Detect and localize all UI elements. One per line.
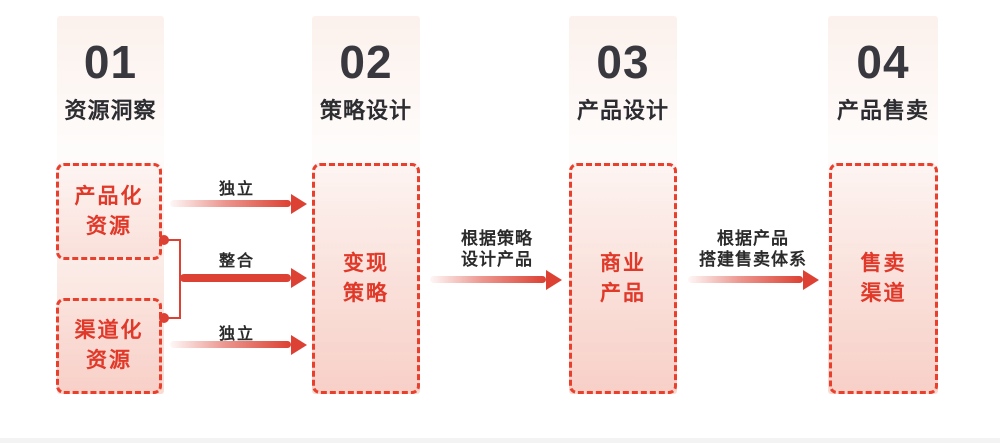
arrow-label-product-to-sales: 根据产品 搭建售卖体系 bbox=[699, 228, 807, 270]
arrow-label-line: 根据产品 bbox=[717, 229, 789, 248]
arrow-body bbox=[180, 274, 291, 282]
box-label-line: 渠道 bbox=[860, 281, 907, 305]
bottom-divider bbox=[0, 438, 1000, 443]
box-label-line: 商业 bbox=[600, 251, 646, 275]
box-label-line: 策略 bbox=[343, 281, 389, 305]
step-title-2: 策略设计 bbox=[319, 98, 412, 123]
arrow-label-integrate: 整合 bbox=[218, 253, 256, 270]
arrow-body bbox=[170, 341, 291, 348]
arrow-head-icon bbox=[546, 270, 562, 290]
arrow-head-icon bbox=[291, 268, 307, 288]
arrow-label-line: 搭建售卖体系 bbox=[699, 250, 807, 269]
arrow-body bbox=[688, 276, 803, 283]
connector-vertical-line bbox=[179, 239, 181, 319]
box-channelized-resources: 渠道化 资源 bbox=[56, 298, 162, 394]
box-commercial-product: 商业 产品 bbox=[569, 163, 677, 394]
step-column-product-design: 03 产品设计 bbox=[569, 16, 677, 394]
box-monetization-strategy: 变现 策略 bbox=[312, 163, 420, 394]
arrow-label-independent-bottom: 独立 bbox=[218, 326, 256, 343]
box-label-line: 渠道化 bbox=[74, 319, 144, 342]
step-number-1: 01 bbox=[83, 36, 138, 88]
box-label-line: 产品化 bbox=[74, 184, 144, 208]
arrow-label-line: 设计产品 bbox=[461, 250, 533, 269]
box-label-line: 资源 bbox=[86, 349, 132, 372]
box-sales-channel: 售卖 渠道 bbox=[829, 163, 938, 394]
arrow-label-line: 根据策略 bbox=[461, 229, 533, 248]
step-number-4: 04 bbox=[856, 36, 910, 88]
step-number-2: 02 bbox=[339, 36, 393, 88]
step-number-3: 03 bbox=[596, 36, 650, 88]
box-label-line: 变现 bbox=[343, 251, 389, 275]
step-column-resource-insight: 01 资源洞察 bbox=[57, 16, 164, 394]
step-title-1: 资源洞察 bbox=[64, 98, 157, 123]
arrow-head-icon bbox=[803, 270, 819, 290]
step-column-product-sales: 04 产品售卖 bbox=[828, 16, 938, 394]
arrow-body bbox=[170, 200, 291, 207]
arrow-head-icon bbox=[291, 194, 307, 214]
connector-stub-top bbox=[164, 239, 181, 241]
arrow-label-independent-top: 独立 bbox=[218, 181, 256, 198]
arrow-label-strategy-to-product: 根据策略 设计产品 bbox=[461, 228, 533, 270]
arrow-head-icon bbox=[291, 335, 307, 355]
box-label-line: 产品 bbox=[600, 281, 646, 305]
box-label-line: 资源 bbox=[86, 214, 132, 238]
connector-stub-bottom bbox=[164, 317, 181, 319]
box-productized-resources: 产品化 资源 bbox=[56, 163, 162, 260]
box-label-line: 售卖 bbox=[860, 251, 907, 275]
step-column-strategy-design: 02 策略设计 bbox=[312, 16, 420, 394]
arrow-body bbox=[430, 276, 546, 283]
step-title-4: 产品售卖 bbox=[836, 98, 929, 123]
step-title-3: 产品设计 bbox=[576, 98, 669, 123]
